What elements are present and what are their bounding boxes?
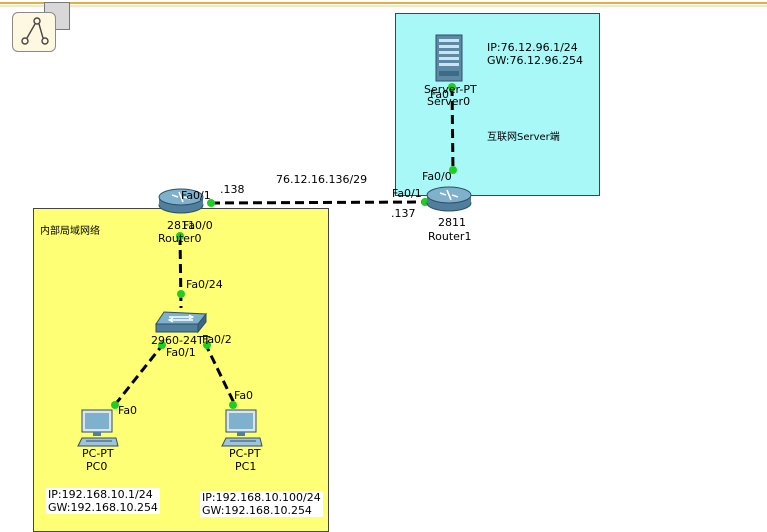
- link-light-sw-fa01: [158, 341, 166, 349]
- router1-icon[interactable]: [424, 184, 474, 214]
- pc0-gw-label: GW:192.168.10.254: [48, 501, 158, 514]
- pc1-name-label: PC1: [235, 460, 257, 473]
- router0-icon[interactable]: [156, 186, 206, 216]
- logical-workspace-icon[interactable]: [12, 12, 56, 52]
- router1-name-label: Router1: [428, 230, 472, 243]
- switch-port-fa01-label: Fa0/1: [166, 346, 196, 359]
- lan-area[interactable]: [33, 208, 329, 532]
- pc0-name-label: PC0: [86, 460, 108, 473]
- wan-subnet-label: 76.12.16.136/29: [276, 173, 368, 186]
- link-light-pc1-fa0: [229, 401, 237, 409]
- pc1-gw-label: GW:192.168.10.254: [202, 504, 312, 517]
- pc1-ip-box: IP:192.168.10.100/24 GW:192.168.10.254: [200, 491, 323, 517]
- pc0-ip-label: IP:192.168.10.1/24: [48, 488, 153, 501]
- pc1-port-label: Fa0: [234, 389, 254, 402]
- link-light-r0-fa01: [207, 199, 215, 207]
- pc1-icon[interactable]: [220, 408, 264, 448]
- pc1-ip-label: IP:192.168.10.100/24: [202, 491, 321, 504]
- link-light-sw-fa024: [177, 290, 185, 298]
- server-name-label: Server0: [427, 95, 471, 108]
- link-light-server-fa0: [448, 83, 456, 91]
- switch-port-fa02-label: Fa0/2: [202, 333, 232, 346]
- switch-icon[interactable]: [153, 308, 209, 336]
- link-light-r1-fa00: [449, 166, 457, 174]
- pc0-icon[interactable]: [76, 408, 120, 448]
- server-model-label: Server-PT: [424, 83, 477, 96]
- link-light-sw-fa02: [203, 341, 211, 349]
- pc1-model-label: PC-PT: [229, 447, 261, 460]
- link-light-pc0-fa0: [111, 401, 119, 409]
- pc0-port-label: Fa0: [118, 404, 138, 417]
- internet-area-label: 互联网Server端: [487, 132, 560, 143]
- link-router0-router1: [210, 200, 427, 205]
- workspace-top-stripe: [0, 2, 767, 7]
- link-switch-pc1: [203, 342, 237, 406]
- router1-port-fa00-label: Fa0/0: [422, 170, 452, 183]
- router0-port-fa01-label: Fa0/1: [181, 189, 211, 202]
- pc0-ip-box: IP:192.168.10.1/24 GW:192.168.10.254: [46, 488, 160, 514]
- pc0-model-label: PC-PT: [82, 447, 114, 460]
- lan-area-label: 内部局域网络: [40, 226, 100, 237]
- internet-server-area[interactable]: [395, 13, 600, 196]
- server-icon[interactable]: [434, 33, 466, 85]
- server-port-label: Fa0: [430, 88, 450, 101]
- link-router1-server0: [450, 86, 455, 172]
- router1-model-label: 2811: [438, 216, 466, 229]
- link-switch-pc0: [112, 342, 166, 407]
- switch-model-label: 2960-24TT: [151, 334, 211, 347]
- router1-port-fa01-label: Fa0/1: [392, 187, 422, 200]
- switch-port-fa024-label: Fa0/24: [186, 278, 223, 291]
- router0-name-label: Router0: [158, 232, 202, 245]
- router1-ip-suffix-label: .137: [391, 207, 416, 220]
- server-gw-label: GW:76.12.96.254: [487, 54, 583, 67]
- router0-ip-suffix-label: .138: [220, 183, 245, 196]
- router0-model-label: 2811: [167, 219, 195, 232]
- server-ip-label: IP:76.12.96.1/24: [487, 41, 578, 54]
- link-light-r0-fa00: [176, 232, 184, 240]
- router0-port-fa00-label: Fa0/0: [183, 219, 213, 232]
